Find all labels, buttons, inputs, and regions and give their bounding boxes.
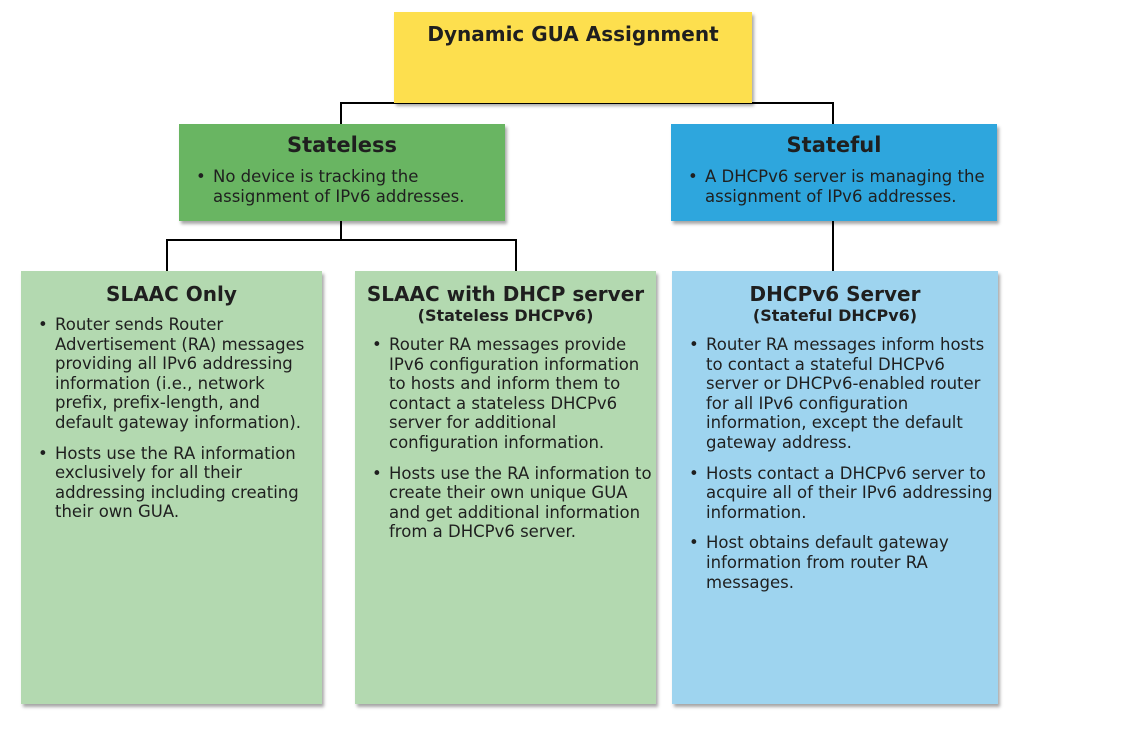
top-title: Dynamic GUA Assignment [427, 22, 719, 46]
connector-stateless-branch [166, 239, 517, 271]
dhcpv6-server-bullet: Router RA messages inform hosts to conta… [688, 335, 994, 453]
slaac-only-bullet: Hosts use the RA information exclusively… [37, 444, 318, 522]
slaac-dhcp-bullet: Hosts use the RA information to create t… [371, 464, 652, 542]
dhcpv6-server-bullet: Hosts contact a DHCPv6 server to acquire… [688, 464, 994, 523]
slaac-only-title: SLAAC Only [106, 282, 237, 306]
connector-top-branch [340, 102, 834, 124]
slaac-dhcp-bullets: Router RA messages provide IPv6 configur… [355, 325, 656, 542]
stateful-title: Stateful [786, 133, 882, 157]
dhcpv6-server-title: DHCPv6 Server [749, 282, 921, 306]
stateless-bullet: No device is tracking the assignment of … [195, 167, 505, 206]
dhcpv6-server-box: DHCPv6 Server (Stateful DHCPv6) Router R… [672, 271, 998, 704]
stateful-box: Stateful A DHCPv6 server is managing the… [671, 124, 997, 221]
stateless-box: Stateless No device is tracking the assi… [179, 124, 505, 221]
slaac-only-box: SLAAC Only Router sends Router Advertise… [21, 271, 322, 704]
dhcpv6-server-bullets: Router RA messages inform hosts to conta… [672, 325, 998, 592]
dhcpv6-server-bullet: Host obtains default gateway information… [688, 533, 994, 592]
slaac-dhcp-bullet: Router RA messages provide IPv6 configur… [371, 335, 652, 453]
slaac-only-bullet: Router sends Router Advertisement (RA) m… [37, 315, 318, 433]
stateful-bullet: A DHCPv6 server is managing the assignme… [687, 167, 997, 206]
stateful-bullets: A DHCPv6 server is managing the assignme… [671, 157, 997, 206]
slaac-with-dhcp-box: SLAAC with DHCP server (Stateless DHCPv6… [355, 271, 656, 704]
dhcpv6-server-subtitle: (Stateful DHCPv6) [752, 306, 918, 325]
stateless-title: Stateless [286, 133, 398, 157]
slaac-dhcp-subtitle: (Stateless DHCPv6) [417, 306, 594, 325]
stateless-bullets: No device is tracking the assignment of … [179, 157, 505, 206]
slaac-only-bullets: Router sends Router Advertisement (RA) m… [21, 306, 322, 522]
dynamic-gua-assignment-box: Dynamic GUA Assignment [394, 12, 752, 103]
slaac-dhcp-title: SLAAC with DHCP server [366, 282, 645, 306]
